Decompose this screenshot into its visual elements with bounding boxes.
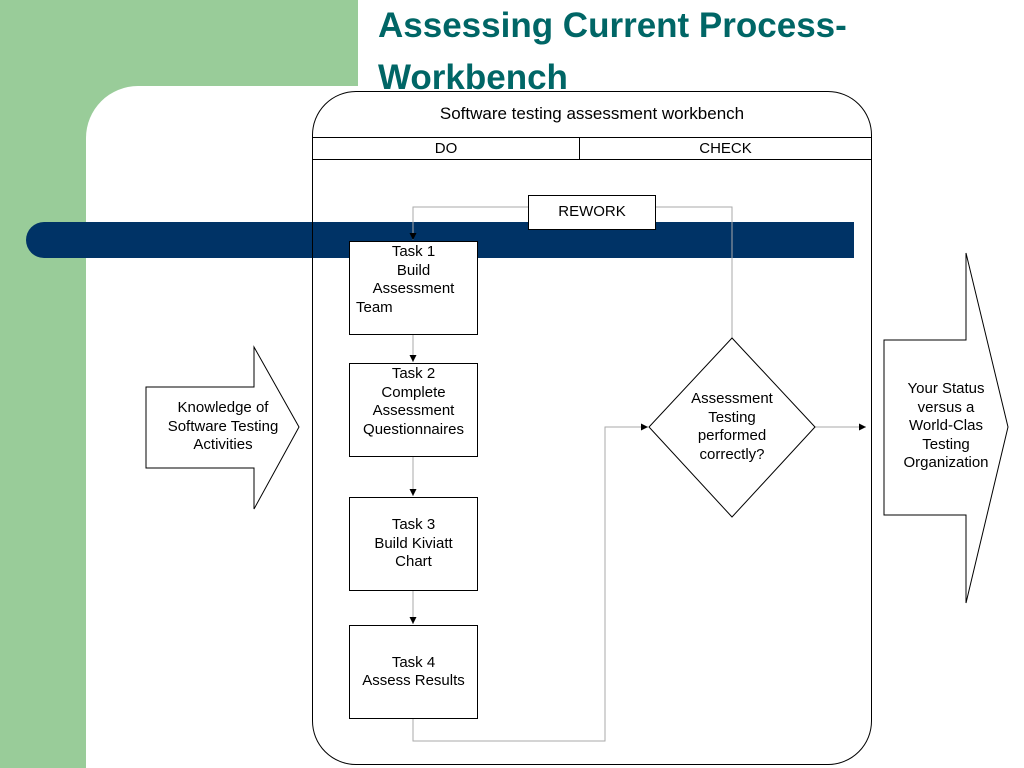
task-4-box: Task 4 Assess Results bbox=[349, 625, 478, 719]
task-1-line-4: Team bbox=[356, 298, 393, 316]
rework-loop-left bbox=[409, 206, 528, 240]
output-line-4: Testing bbox=[922, 435, 970, 453]
task-3-line-1: Task 3 bbox=[391, 516, 436, 534]
slide-title: Assessing Current Process- Workbench bbox=[378, 0, 1018, 104]
input-arrow-shape bbox=[145, 345, 300, 510]
input-line-2: Software Testing bbox=[167, 417, 279, 435]
output-line-2: versus a bbox=[917, 398, 975, 416]
task-3-box: Task 3 Build Kiviatt Chart bbox=[349, 497, 478, 591]
decision-text: Assessment Testing performed correctly? bbox=[652, 390, 812, 464]
decision-line-2: Testing bbox=[708, 408, 756, 426]
task-2-line-3: Assessment bbox=[372, 402, 455, 419]
task-3-line-2: Build Kiviatt bbox=[374, 534, 453, 552]
do-column-header: DO bbox=[312, 137, 580, 160]
task-3-line-3: Chart bbox=[395, 553, 432, 571]
input-line-1: Knowledge of bbox=[177, 399, 269, 416]
output-text: Your Status versus a World-Clas Testing … bbox=[886, 380, 1006, 473]
task-2-line-2: Complete bbox=[381, 383, 446, 401]
task-2-line-1: Task 2 bbox=[391, 365, 436, 382]
task-2-line-4: Questionnaires bbox=[363, 420, 464, 438]
check-column-header: CHECK bbox=[579, 137, 872, 160]
workbench-title: Software testing assessment workbench bbox=[439, 104, 745, 123]
output-line-1: Your Status bbox=[907, 380, 985, 397]
output-arrow-shape bbox=[883, 252, 1009, 604]
decision-diamond bbox=[648, 337, 816, 518]
task-4-line-2: Assess Results bbox=[362, 672, 465, 689]
slide-title-line-2: Workbench bbox=[378, 58, 568, 97]
task-1-box: Task 1 Build Assessment Team bbox=[349, 241, 478, 335]
decision-line-3: performed bbox=[697, 427, 767, 444]
decision-line-4: correctly? bbox=[699, 445, 765, 463]
task-1-line-1: Task 1 bbox=[391, 243, 436, 260]
rework-loop-right bbox=[656, 206, 733, 338]
arrow-task4-to-decision bbox=[412, 423, 648, 742]
task-1-line-2: Build bbox=[396, 261, 431, 279]
input-line-3: Activities bbox=[193, 436, 253, 453]
decision-line-1: Assessment bbox=[691, 390, 773, 407]
input-text: Knowledge of Software Testing Activities bbox=[148, 399, 298, 455]
output-line-5: Organization bbox=[903, 454, 989, 471]
task-2-box: Task 2 Complete Assessment Questionnaire… bbox=[349, 363, 478, 457]
task-4-line-1: Task 4 bbox=[391, 653, 436, 671]
workbench-frame bbox=[312, 91, 872, 765]
rework-box: REWORK bbox=[528, 195, 656, 230]
task-1-line-3: Assessment bbox=[372, 280, 455, 297]
slide-title-line-1: Assessing Current Process- bbox=[378, 6, 847, 45]
output-line-3: World-Clas bbox=[909, 417, 983, 434]
